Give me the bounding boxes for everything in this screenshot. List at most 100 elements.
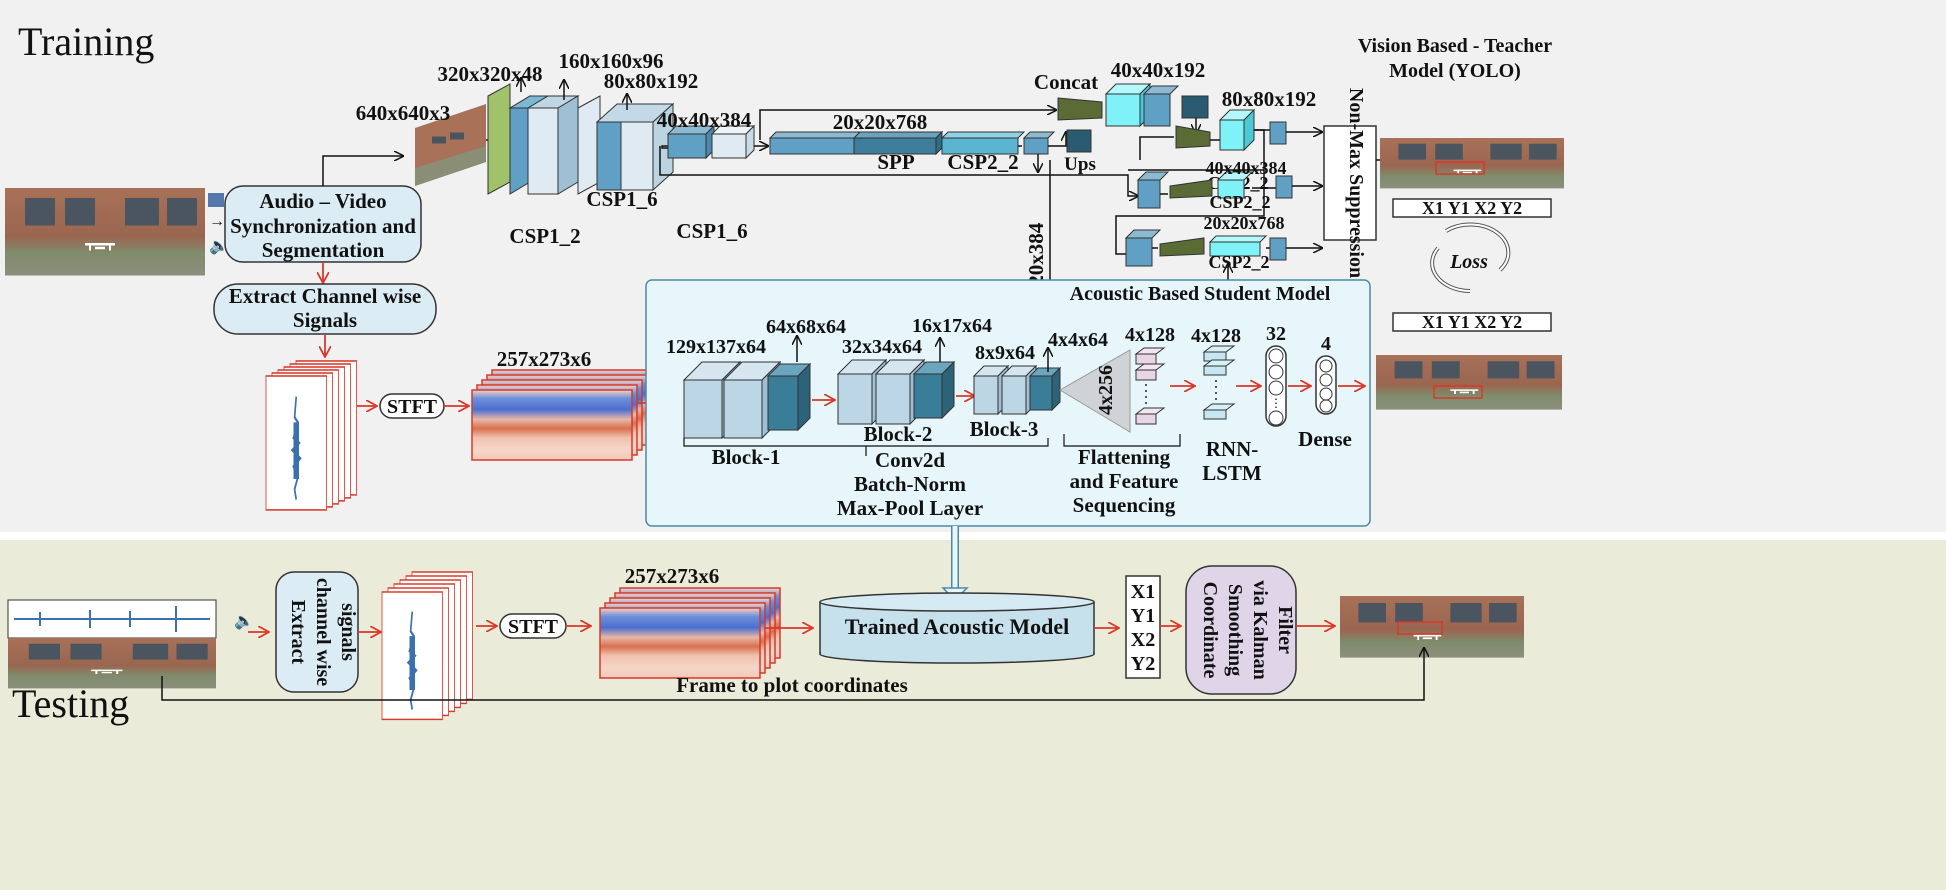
audio-arrow-icon: → — [209, 213, 225, 230]
coords-top: X1 Y1 X2 Y2 — [1422, 198, 1522, 218]
n32-label: 32 — [1266, 323, 1286, 345]
kalman-box — [1185, 565, 1297, 695]
test-waveform-stack — [380, 570, 474, 721]
block-3-cubes — [972, 364, 1062, 416]
extract-line-2: Signals — [293, 308, 357, 332]
b1-dim: 129x137x64 — [666, 336, 766, 358]
dim-low: 20x20x768 — [1204, 213, 1285, 233]
speaker-icon: 🔈 — [209, 238, 229, 255]
sync-line-3: Segmentation — [262, 238, 385, 262]
concat-node-2 — [1175, 125, 1211, 149]
test-spec-dim: 257x273x6 — [625, 564, 720, 588]
training-input-photo — [3, 186, 207, 277]
csp2-2-label-c: CSP2_2 — [1209, 192, 1270, 212]
flat-line-3: Sequencing — [1073, 493, 1176, 517]
ups-label: Ups — [1064, 154, 1096, 175]
rnn-line-2: LSTM — [1202, 461, 1262, 485]
test-coord-y2: Y2 — [1131, 653, 1155, 675]
test-spectrogram-stack — [599, 587, 781, 679]
b1-out: 64x68x64 — [766, 316, 846, 338]
waveform-stack — [264, 359, 359, 512]
b2-out: 16x17x64 — [912, 315, 992, 337]
top-path-blocks — [1104, 82, 1209, 128]
nms-box — [1323, 125, 1377, 241]
sequence-blocks-a — [1134, 347, 1166, 425]
spectrogram-stack — [471, 369, 653, 461]
dim-c3: 80x80x192 — [604, 69, 699, 93]
test-coord-x1: X1 — [1131, 581, 1155, 603]
b3-dim: 8x9x64 — [975, 342, 1035, 364]
block-3-label: Block-3 — [970, 417, 1039, 441]
nms-label: Non-Max Suppression — [1345, 88, 1367, 278]
out-block-2 — [1275, 175, 1293, 199]
out-block-3 — [1269, 237, 1287, 261]
ups-node — [1066, 129, 1092, 153]
test-coord-y1: Y1 — [1131, 605, 1155, 627]
dim-up-top: 80x80x192 — [1222, 87, 1317, 111]
flat-line-1: Flattening — [1078, 445, 1171, 469]
spp-chain — [768, 130, 1056, 156]
flatten-trapezoid — [1059, 349, 1131, 433]
test-extract-2: channel wise — [312, 578, 334, 686]
block-1-label: Block-1 — [712, 445, 781, 469]
csp1-2-block — [487, 83, 601, 195]
student-title: Acoustic Based Student Model — [1070, 283, 1331, 305]
block-1-cubes — [682, 360, 812, 440]
sync-line-2: Synchronization and — [230, 214, 416, 238]
concat-label: Concat — [1034, 70, 1098, 94]
seq-a-dim: 4x128 — [1125, 324, 1175, 346]
seq-b-dim: 4x128 — [1191, 325, 1241, 347]
coords-bottom-box — [1392, 312, 1552, 332]
frame-to-plot-line — [161, 648, 1424, 701]
dim-c4: 40x40x384 — [657, 108, 752, 132]
student-output-photo — [1375, 354, 1563, 411]
loss-cycle — [1430, 222, 1511, 293]
csp1-6-block — [595, 102, 675, 192]
b2-dim: 32x34x64 — [842, 336, 922, 358]
testing-input — [6, 599, 218, 690]
csp1-6-label-b: CSP1_6 — [676, 219, 747, 243]
csp2-2-label-d: CSP2_2 — [1208, 252, 1269, 272]
rnn-line-1: RNN- — [1206, 437, 1259, 461]
frame-photo — [415, 104, 486, 186]
block-2-cubes — [836, 358, 956, 426]
video-icon — [208, 193, 224, 207]
coords-top-box — [1392, 198, 1552, 218]
flat-line-2: and Feature — [1070, 469, 1179, 493]
arrow-sync-to-frame — [322, 156, 403, 186]
teacher-output-photo — [1379, 137, 1565, 190]
testing-title: Testing — [12, 681, 129, 726]
dim-c5: 20x20x768 — [833, 110, 928, 134]
test-extract-1: Extract — [287, 600, 309, 665]
conv-line-2: Batch-Norm — [854, 472, 966, 496]
kalman-1: Coordinate — [1199, 582, 1221, 679]
loss-label: Loss — [1449, 251, 1488, 273]
training-title: Training — [18, 19, 154, 64]
csp1-2-label: CSP1_2 — [509, 224, 580, 248]
csp2-2-label-a: CSP2_2 — [947, 150, 1018, 174]
dim-c1: 320x320x48 — [438, 62, 543, 86]
coords-bottom: X1 Y1 X2 Y2 — [1422, 312, 1522, 332]
kalman-3: via Kalman — [1249, 580, 1271, 679]
spp-label: SPP — [877, 150, 915, 174]
spec-dim-label: 257x273x6 — [497, 347, 592, 371]
test-coords-box — [1125, 575, 1161, 679]
test-output-photo — [1339, 595, 1525, 659]
up-top-block — [1218, 108, 1256, 152]
dim-c2: 160x160x96 — [559, 49, 664, 73]
csp1-6-small-block — [666, 124, 756, 160]
stft-label: STFT — [387, 396, 438, 418]
dim-mid: 40x40x384 — [1206, 158, 1287, 178]
test-stft-label: STFT — [508, 616, 559, 638]
b3-out: 4x4x64 — [1048, 329, 1108, 351]
extract-line-1: Extract Channel wise — [229, 284, 422, 308]
block-2-label: Block-2 — [864, 422, 933, 446]
teacher-title-2: Model (YOLO) — [1389, 60, 1521, 82]
input-dim-label: 640x640x3 — [356, 101, 451, 125]
concat-node — [1057, 97, 1103, 121]
low-path-blocks — [1124, 229, 1268, 267]
trained-model-label: Trained Acoustic Model — [845, 614, 1069, 639]
rnn-blocks — [1202, 345, 1236, 420]
kalman-4: Filter — [1274, 606, 1296, 654]
